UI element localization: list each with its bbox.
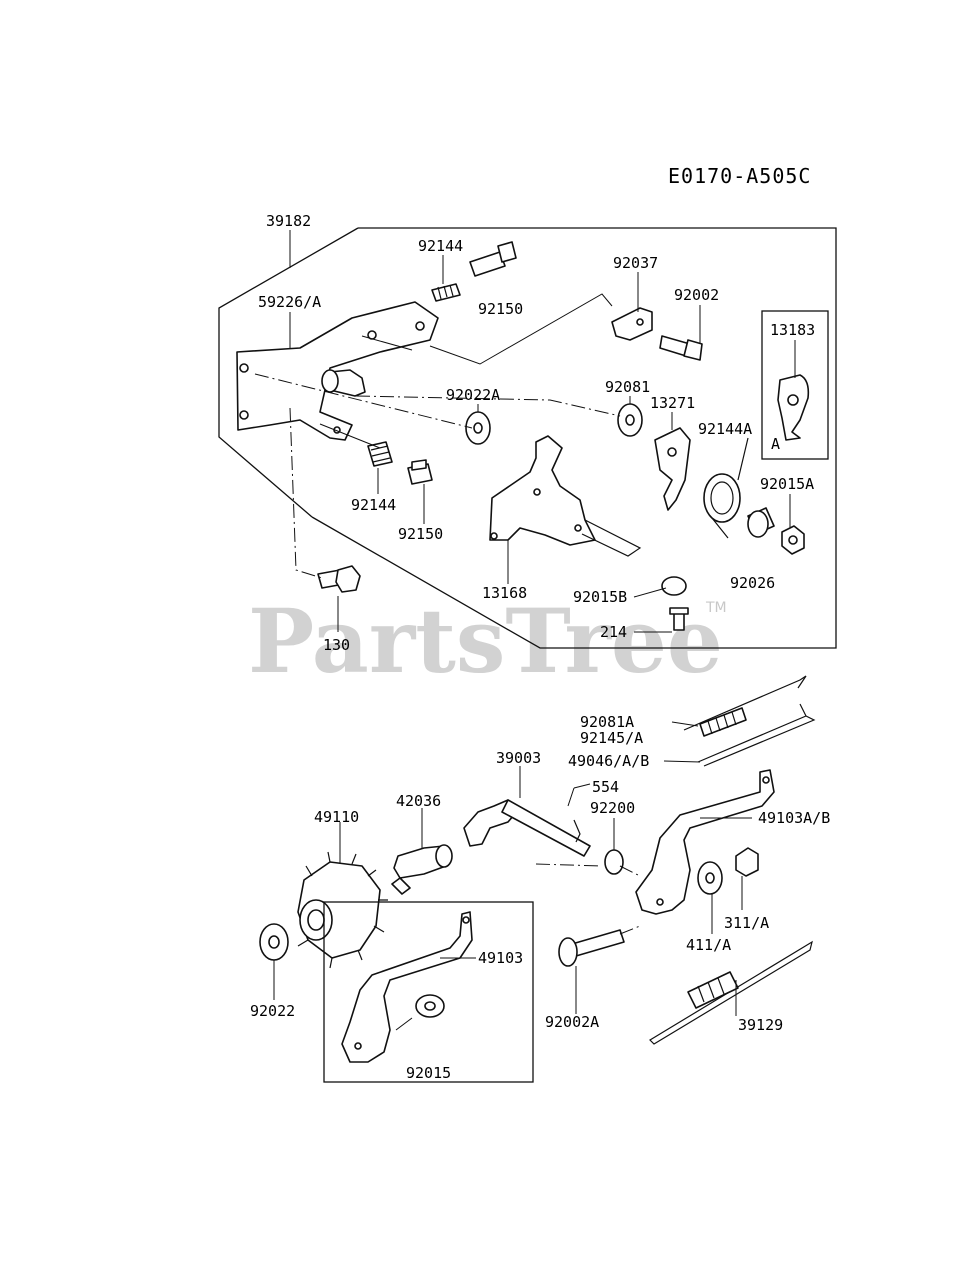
- part-92200-washer: [604, 849, 624, 875]
- assembly-frame-39182: [218, 227, 837, 649]
- label-92022A: 92022A: [446, 386, 500, 404]
- label-39182: 39182: [266, 212, 311, 230]
- label-92015: 92015: [406, 1064, 451, 1082]
- label-13168: 13168: [482, 584, 527, 602]
- part-49103-lever: [341, 911, 473, 1063]
- label-49103A-B: 49103A/B: [758, 809, 830, 827]
- label-92144-top: 92144: [418, 237, 463, 255]
- label-39129: 39129: [738, 1016, 783, 1034]
- label-92145-A: 92145/A: [580, 729, 643, 747]
- part-92037-clip: [611, 307, 653, 341]
- inset-box-13183: [761, 310, 829, 460]
- label-92015B: 92015B: [573, 588, 627, 606]
- label-39003: 39003: [496, 749, 541, 767]
- label-92002: 92002: [674, 286, 719, 304]
- label-13271: 13271: [650, 394, 695, 412]
- label-13183: 13183: [770, 321, 815, 339]
- parts-tree-watermark: PartsTree: [248, 589, 723, 693]
- label-92002A: 92002A: [545, 1013, 599, 1031]
- part-49103AB-lever: [635, 769, 775, 915]
- part-39129-spring: [649, 940, 813, 1045]
- label-92144A: 92144A: [698, 420, 752, 438]
- label-311-A: 311/A: [724, 914, 769, 932]
- part-92144A-spring: [703, 437, 749, 539]
- part-49046-rod: [697, 703, 816, 767]
- part-92026-collar: [747, 507, 775, 538]
- part-92002-bolt: [659, 335, 703, 361]
- label-59226-A: 59226/A: [258, 293, 321, 311]
- part-92015-nut: [415, 994, 445, 1018]
- label-92015A: 92015A: [760, 475, 814, 493]
- part-92144-spring-bottom: [367, 441, 393, 467]
- part-49110-governor: [297, 851, 388, 969]
- part-13183-plate: [777, 374, 810, 441]
- label-92150-top: 92150: [478, 300, 523, 318]
- label-92081A: 92081A: [580, 713, 634, 731]
- part-92144-spring-top: [431, 283, 461, 302]
- part-13271-plate: [654, 427, 691, 511]
- inset-marker: A: [771, 435, 780, 453]
- label-49110: 49110: [314, 808, 359, 826]
- label-92200: 92200: [590, 799, 635, 817]
- part-130-bolt: [317, 565, 361, 593]
- part-92015B-nut: [661, 576, 687, 596]
- top-leader-lines: [254, 230, 791, 633]
- part-92150-bolt-top: [469, 241, 517, 277]
- part-311A-nut: [735, 847, 759, 877]
- label-92081: 92081: [605, 378, 650, 396]
- label-214: 214: [600, 623, 627, 641]
- label-411-A: 411/A: [686, 936, 731, 954]
- part-42036-sleeve: [391, 844, 453, 895]
- part-92015A-nut: [781, 525, 805, 555]
- label-130: 130: [323, 636, 350, 654]
- label-554: 554: [592, 778, 619, 796]
- label-92026: 92026: [730, 574, 775, 592]
- part-92145-rod: [683, 675, 807, 737]
- label-92144-bottom: 92144: [351, 496, 396, 514]
- part-92150-bolt-bottom: [407, 459, 433, 485]
- inset-box-49103: [323, 901, 534, 1083]
- label-92022: 92022: [250, 1002, 295, 1020]
- watermark-trademark: TM: [705, 600, 727, 616]
- label-49103: 49103: [478, 949, 523, 967]
- bottom-leader-lines: [273, 721, 752, 1031]
- part-59226-bracket: [236, 301, 439, 441]
- label-92150-bottom: 92150: [398, 525, 443, 543]
- part-39003-shaft: [463, 799, 591, 857]
- diagram-code: E0170-A505C: [668, 164, 811, 188]
- part-214-screw: [669, 607, 689, 631]
- label-49046-A-B: 49046/A/B: [568, 752, 649, 770]
- label-42036: 42036: [396, 792, 441, 810]
- part-13168-lever: [489, 435, 642, 557]
- label-92037: 92037: [613, 254, 658, 272]
- part-labels: 39182 92144 92150 92037 92002 13183 5922…: [250, 212, 830, 1082]
- part-92002A-bolt: [558, 929, 625, 967]
